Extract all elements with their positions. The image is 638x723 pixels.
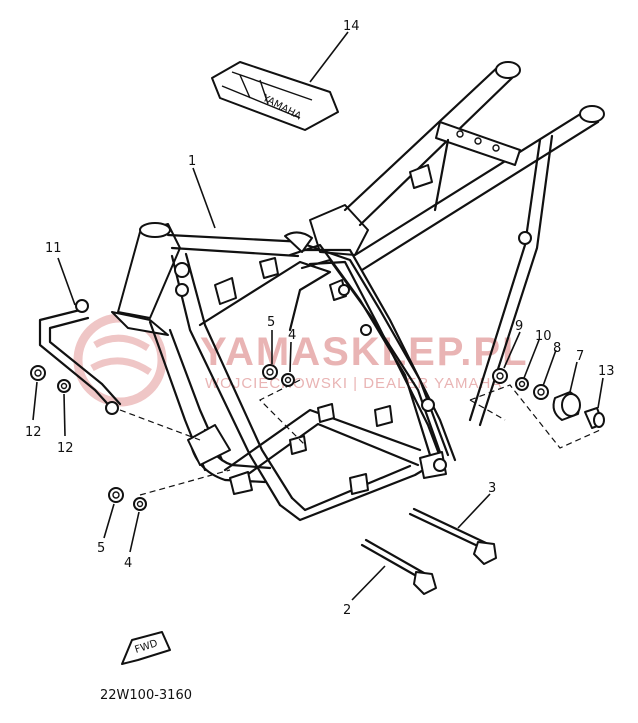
callout-9: 10 [535, 329, 552, 344]
callout-10: 11 [45, 241, 62, 256]
main-frame [111, 61, 605, 522]
callout-5-lower: 5 [97, 541, 105, 556]
callout-13: 13 [598, 364, 615, 379]
callout-1: 1 [188, 154, 196, 169]
leader-lines [32, 31, 604, 601]
callout-4-lower: 4 [124, 556, 132, 571]
fwd-arrow: FWD [121, 631, 171, 665]
callout-12: 12 [57, 441, 74, 456]
seat-pad: YAMAHA [211, 61, 339, 131]
callout-8: 9 [515, 319, 523, 334]
callout-14: 14 [343, 19, 360, 34]
callout-11: 12 [25, 425, 42, 440]
engine-bolts [360, 507, 497, 595]
watermark-main-text: YAMASKLEP.PL [200, 330, 529, 374]
watermark-sub-text: WOJCIECHOWSKI | DEALER YAMAHA [205, 375, 502, 392]
callout-2: 2 [343, 603, 351, 618]
engine-guard-bar [38, 299, 122, 415]
callout-6: 7 [576, 349, 584, 364]
part-code: 22W100-3160 [100, 688, 192, 703]
callout-5-upper: 5 [267, 315, 275, 330]
callout-4-upper: 4 [288, 328, 296, 343]
callout-7: 8 [553, 341, 561, 356]
callout-3: 3 [488, 481, 496, 496]
hardware [30, 364, 605, 511]
watermark: YAMASKLEP.PL WOJCIECHOWSKI | DEALER YAMA… [73, 313, 529, 407]
callouts: 14 1 11 5 4 9 10 8 7 13 12 12 5 4 3 2 [25, 19, 615, 618]
